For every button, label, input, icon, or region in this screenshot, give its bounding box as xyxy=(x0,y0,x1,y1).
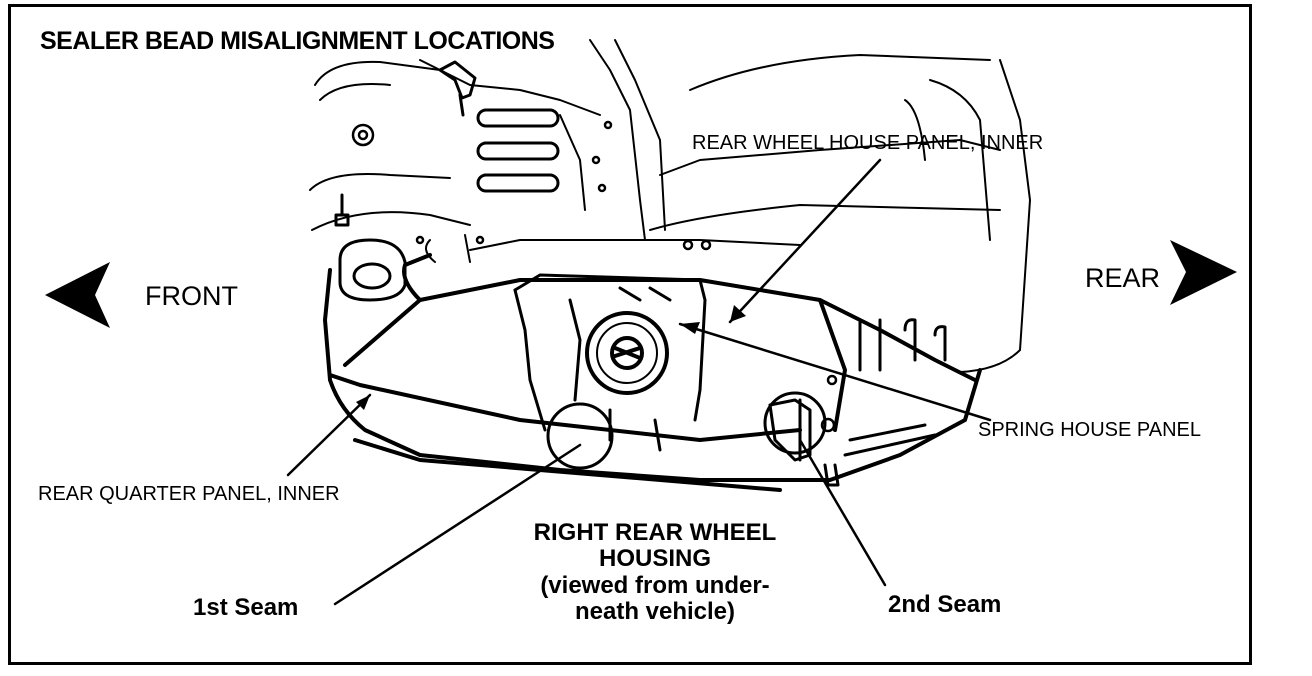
caption-line-2: HOUSING xyxy=(598,545,711,573)
caption-line-4: neath vehicle) xyxy=(574,598,736,626)
stud-bolt xyxy=(334,193,350,227)
caption-line-1: RIGHT REAR WHEEL xyxy=(533,519,777,546)
rear-label: REAR xyxy=(1085,263,1161,293)
spring-seat xyxy=(585,311,669,395)
leader-arrowheads xyxy=(356,305,746,410)
inner-panel xyxy=(513,273,937,487)
caption-line-3: (viewed from under- xyxy=(540,571,770,599)
rear-quarter-inner-label: REAR QUARTER PANEL, INNER xyxy=(38,483,340,505)
spring-house-panel-label: SPRING HOUSE PANEL xyxy=(978,419,1202,441)
front-label: FRONT xyxy=(145,281,238,311)
housing-caption: RIGHT REAR WHEEL HOUSING (viewed from un… xyxy=(500,519,810,626)
second-seam-label: 2nd Seam xyxy=(888,591,1002,618)
first-seam-label: 1st Seam xyxy=(193,594,299,621)
rear-arrow-icon xyxy=(1170,240,1237,305)
diagram-title: SEALER BEAD MISALIGNMENT LOCATIONS xyxy=(40,27,555,55)
rear-wheel-house-inner-label: REAR WHEEL HOUSE PANEL, INNER xyxy=(692,132,1044,154)
panel-slots xyxy=(476,108,947,372)
front-arrow-icon xyxy=(45,262,110,328)
leader-lines xyxy=(286,158,992,606)
seam-circles xyxy=(546,391,827,470)
panel-holes xyxy=(351,120,838,433)
strut-tower xyxy=(338,238,407,302)
body-structure xyxy=(309,39,1031,373)
top-bracket xyxy=(438,60,477,100)
